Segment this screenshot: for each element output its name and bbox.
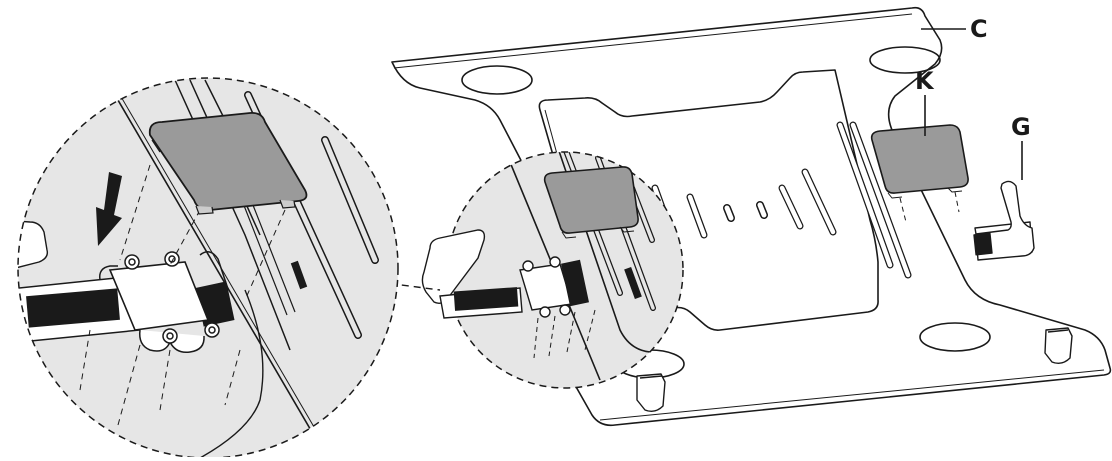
label-c: C	[970, 15, 988, 43]
small-detail-circle	[421, 151, 684, 389]
callout-lines	[921, 28, 1023, 180]
down-left-arrow-icon	[96, 172, 122, 246]
label-k: K	[915, 67, 934, 95]
label-g: G	[1011, 113, 1031, 141]
detail-leader-line	[377, 281, 441, 291]
large-detail-circle	[17, 77, 399, 459]
